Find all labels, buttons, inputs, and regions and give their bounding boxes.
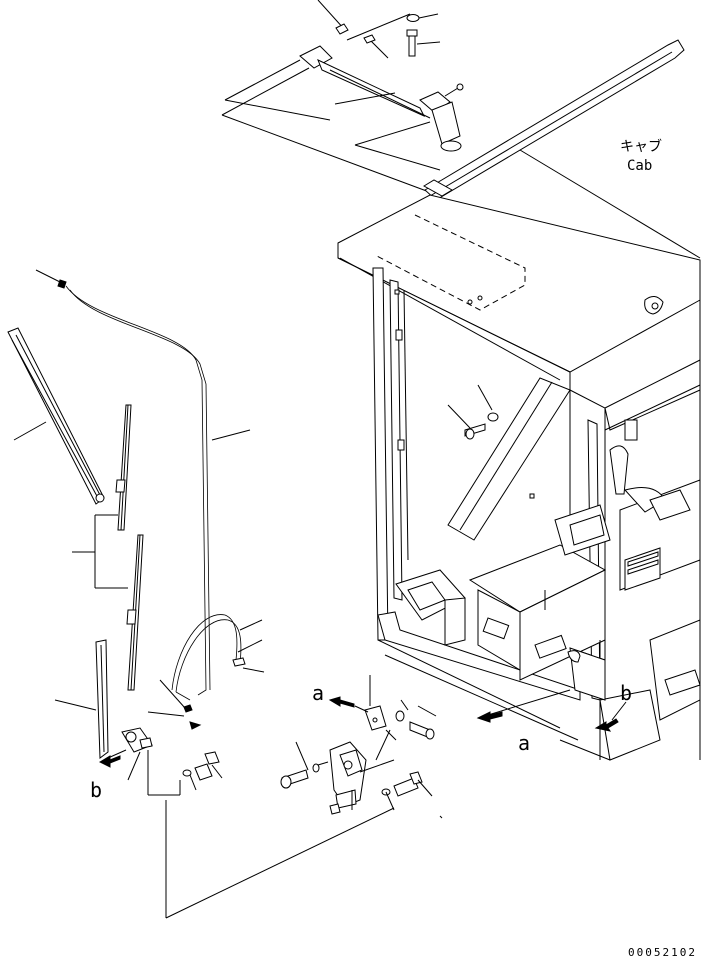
view-label-a-right: a <box>518 731 530 755</box>
washer-icon <box>182 769 192 777</box>
wiper-linkage-assembly <box>221 0 464 197</box>
wiper-rod <box>423 39 701 259</box>
view-arrow-a <box>476 689 571 723</box>
wiper-motor <box>431 101 461 145</box>
washer-hose <box>35 269 265 730</box>
cab-label-en: Cab <box>627 158 652 174</box>
view-label-b-left: b <box>90 778 102 802</box>
washer-icon <box>312 763 320 773</box>
wiper-blade-lower <box>126 534 144 691</box>
view-arrow-b <box>594 701 627 732</box>
washer-icon <box>406 14 420 22</box>
bolt-icon <box>393 777 419 797</box>
washer-icon <box>487 412 499 422</box>
drawing-number: 00052102 <box>628 946 697 959</box>
cab-body <box>337 194 701 761</box>
wiper-arm-lower <box>54 639 109 759</box>
pivot-bracket-left <box>98 727 223 796</box>
bolt-icon <box>406 29 418 57</box>
blade-leader <box>72 514 128 589</box>
cab-label-jp: キャブ <box>620 138 662 155</box>
view-label-a-center: a <box>312 681 324 705</box>
bracket-assembly-center <box>280 675 443 819</box>
washer-icon <box>395 710 405 722</box>
wiper-arm-upper <box>7 327 105 505</box>
bolt-icon <box>194 763 213 781</box>
view-label-b-right: b <box>620 681 632 705</box>
wiper-blade-upper <box>115 404 132 531</box>
bottom-leader <box>165 800 395 919</box>
